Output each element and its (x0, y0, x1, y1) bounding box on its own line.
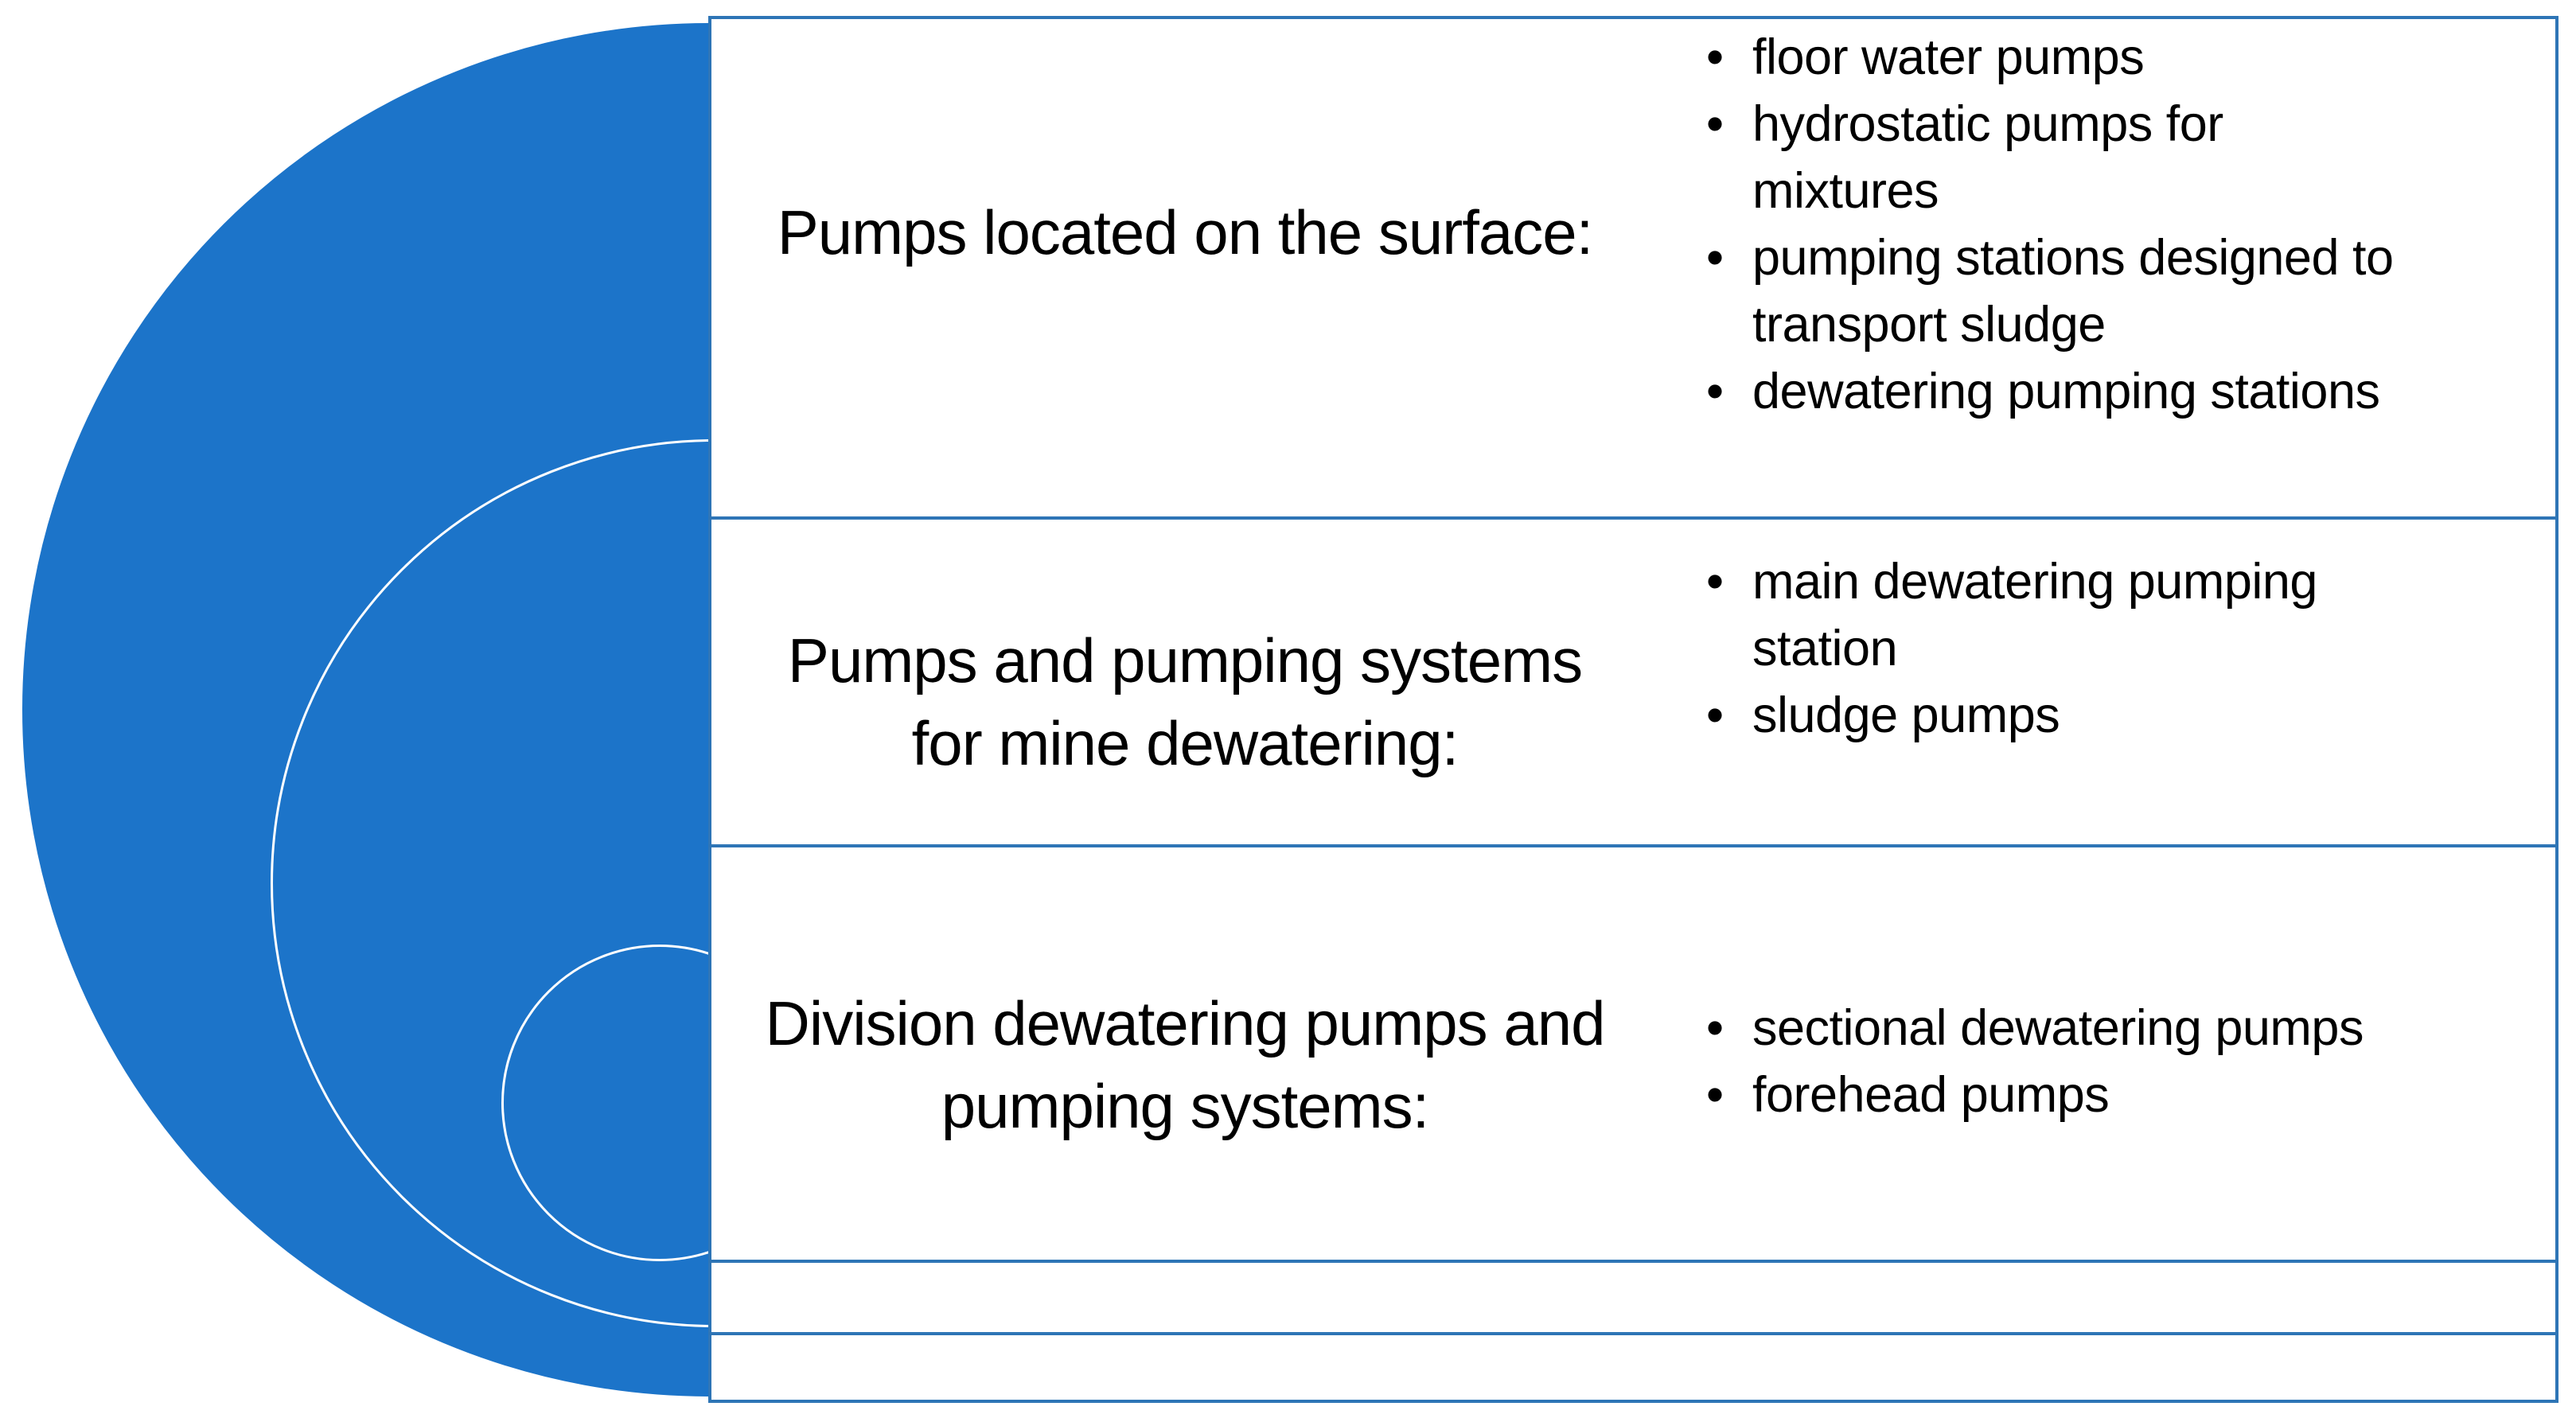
row-heading-column: Pumps and pumping systems for mine dewate… (711, 520, 1658, 844)
bullet-item: • forehead pumps (1706, 1062, 2364, 1128)
bullet-text: floor water pumps (1752, 29, 2145, 85)
bullet-text: sludge pumps (1752, 688, 2060, 743)
bullet-list: • floor water pumps • hydrostatic pumps for… (1706, 19, 2394, 516)
bullet-dot-icon: • (1706, 1067, 1724, 1123)
row-heading: Pumps located on the surface: (777, 191, 1594, 274)
row-heading: Pumps and pumping systems for mine dewate… (787, 619, 1583, 785)
heading-line: Division dewatering pumps and (765, 988, 1606, 1058)
bullet-dot-icon: • (1706, 688, 1724, 743)
bullet-text: forehead pumps (1752, 1067, 2110, 1123)
row-box-mine-dewatering: Pumps and pumping systems for mine dewate… (708, 516, 2558, 847)
heading-line: Pumps and pumping systems (787, 625, 1583, 695)
bullet-dot-icon: • (1706, 364, 1724, 419)
bullet-dot-icon: • (1706, 230, 1724, 286)
bullet-item: • sectional dewatering pumps (1706, 995, 2364, 1062)
bullet-item: • floor water pumps (1706, 24, 2394, 91)
empty-row-box-1 (708, 1260, 2558, 1335)
row-heading-column: Pumps located on the surface: (711, 19, 1658, 516)
heading-line: pumping systems: (941, 1071, 1430, 1141)
row-heading-column: Division dewatering pumps and pumping sys… (711, 847, 1658, 1260)
heading-line: for mine dewatering: (911, 708, 1459, 778)
heading-line: Pumps located on the surface: (777, 197, 1594, 267)
bullet-item: • dewatering pumping stations (1706, 358, 2394, 425)
row-box-division-dewatering: Division dewatering pumps and pumping sys… (708, 844, 2558, 1263)
bullet-dot-icon: • (1706, 96, 1724, 152)
empty-row-box-2 (708, 1332, 2558, 1403)
bullet-text: sectional dewatering pumps (1752, 1000, 2364, 1056)
bullet-dot-icon: • (1706, 1000, 1724, 1056)
row-box-surface-pumps: Pumps located on the surface: • floor wat… (708, 16, 2558, 520)
bullet-item: • sludge pumps (1706, 682, 2317, 749)
bullet-dot-icon: • (1706, 554, 1724, 610)
bullet-list: • sectional dewatering pumps • forehead pum… (1706, 847, 2364, 1260)
bullet-dot-icon: • (1706, 29, 1724, 85)
row-heading: Division dewatering pumps and pumping sys… (765, 982, 1606, 1147)
bullet-text: dewatering pumping stations (1752, 364, 2380, 419)
